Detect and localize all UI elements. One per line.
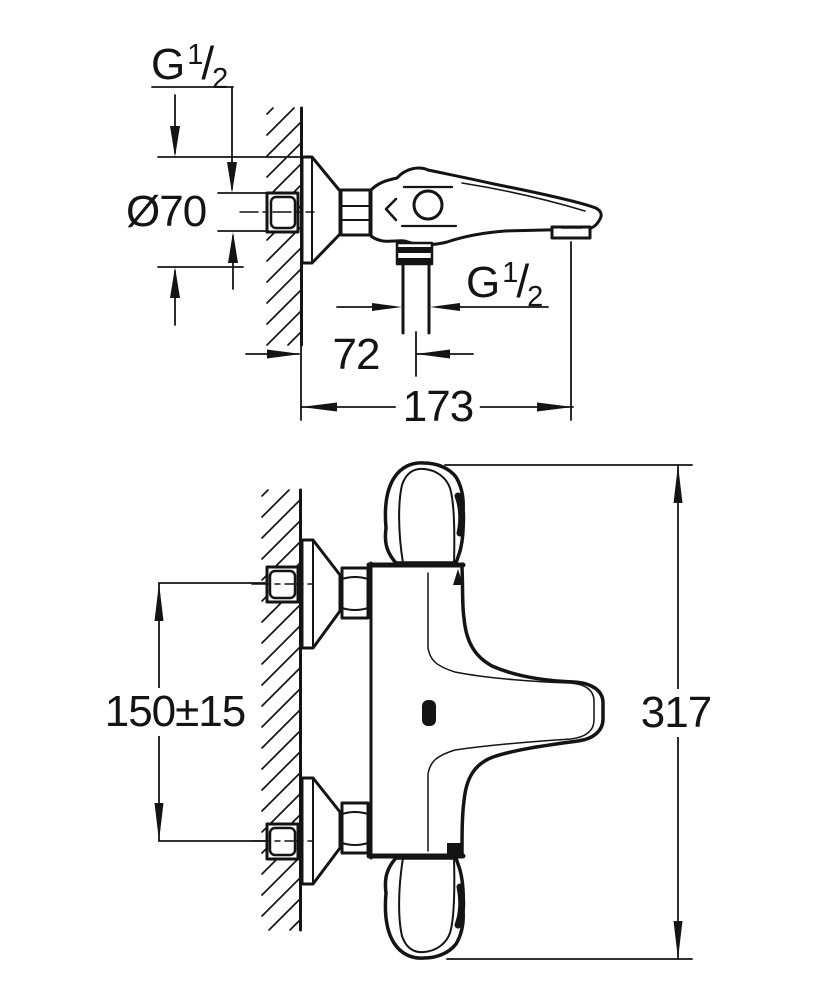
front-view xyxy=(154,461,693,960)
lever-dot xyxy=(422,700,436,726)
thread-letter: G xyxy=(466,258,500,307)
aerator xyxy=(550,225,592,240)
thread-slash: / xyxy=(201,37,214,89)
escutcheon-lower xyxy=(300,776,342,886)
thread-numerator: 1 xyxy=(187,39,203,71)
control-knob-circle xyxy=(412,189,444,221)
dim-label-wall-to-outlet: 72 xyxy=(332,330,381,379)
wall-hatch-front xyxy=(261,489,301,931)
dim-label-overall-length: 317 xyxy=(633,689,719,737)
spout-corner-mark xyxy=(453,569,463,585)
thread-denominator: 2 xyxy=(527,281,543,313)
body-corner-mark xyxy=(447,843,461,856)
spout-inner-line xyxy=(427,572,595,852)
spout-front xyxy=(462,567,603,856)
knob-lower-grip-mark xyxy=(454,883,466,929)
dim-label-escutcheon-diameter: Ø70 xyxy=(126,187,207,236)
dim-label-inlet-spacing: 150±15 xyxy=(97,688,253,736)
thread-denominator: 2 xyxy=(212,63,228,95)
spout-front-outline xyxy=(460,565,605,858)
knob-lower xyxy=(383,856,465,960)
faucet-body-front xyxy=(370,563,462,858)
knob-upper xyxy=(383,461,465,565)
escutcheon-top-view xyxy=(300,155,342,265)
spout-top-inner-line xyxy=(461,182,586,212)
top-view xyxy=(151,86,603,421)
dim-label-wall-to-spout-tip: 173 xyxy=(395,383,481,431)
thread-slash: / xyxy=(516,255,529,307)
knob-upper-grip-mark xyxy=(454,492,466,537)
hex-nut-top-view xyxy=(339,188,372,237)
escutcheon-upper xyxy=(300,538,342,650)
thread-letter: G xyxy=(151,40,185,89)
lever-pointer-notch xyxy=(384,197,398,222)
thread-numerator: 1 xyxy=(502,257,518,289)
